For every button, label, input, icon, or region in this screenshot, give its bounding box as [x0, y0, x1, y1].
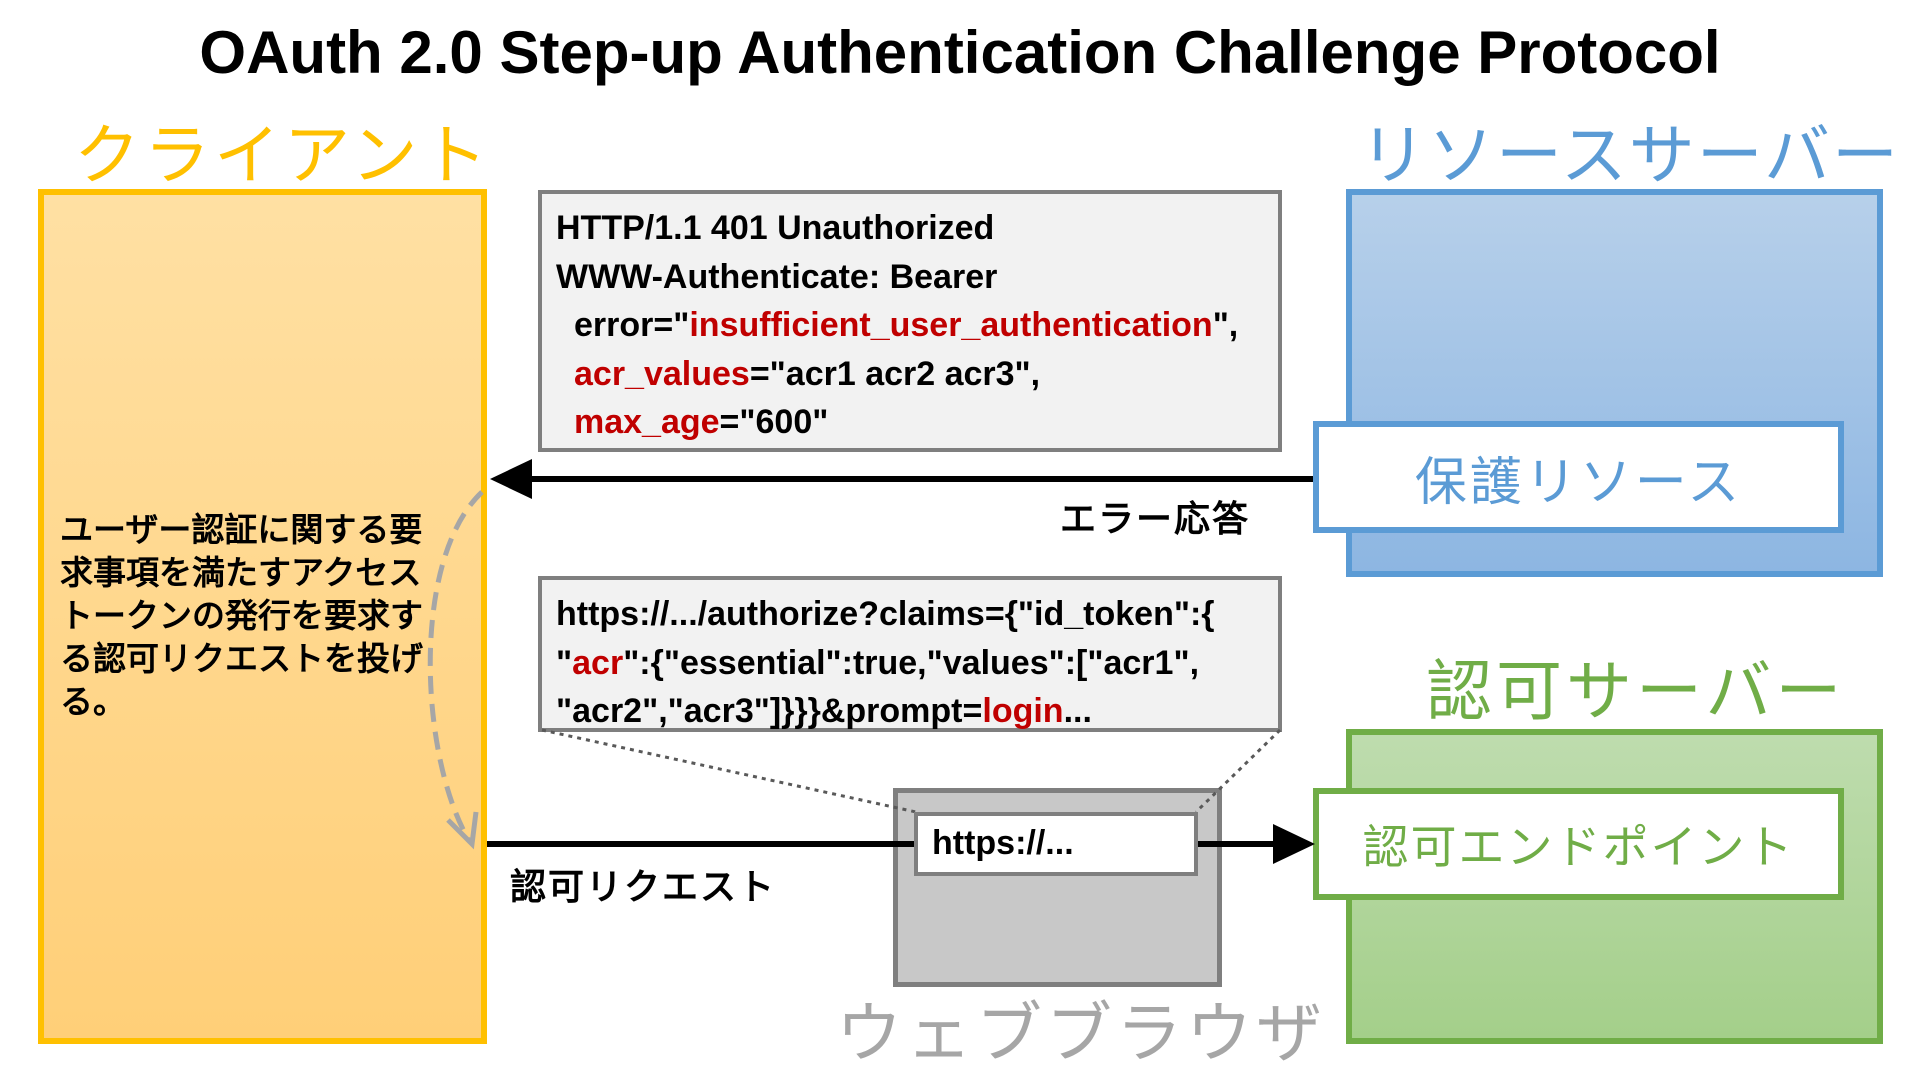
- acr-values-value: ="acr1 acr2 acr3",: [749, 354, 1041, 393]
- error-response-max-age-line: max_age="600": [556, 398, 1278, 447]
- browser-address-bar: https://...: [914, 812, 1198, 876]
- page-title: OAuth 2.0 Step-up Authentication Challen…: [199, 19, 1721, 86]
- acr-values-list: "acr2","acr3"]}}}&prompt=: [556, 692, 983, 730]
- authorization-request-line-3: "acr2","acr3"]}}}&prompt=login...: [556, 687, 1278, 736]
- zoom-line-left: [541, 728, 917, 814]
- dashed-transition-curve: [427, 490, 484, 844]
- error-response-status-line: HTTP/1.1 401 Unauthorized: [556, 209, 995, 247]
- max-age-value: ="600": [719, 403, 829, 441]
- authorization-request-line-1: https://.../authorize?claims={"id_token"…: [556, 595, 1215, 633]
- authorization-request-arrowhead: [1273, 824, 1315, 864]
- acr-claim: acr: [572, 643, 624, 682]
- error-response-code-box: HTTP/1.1 401 Unauthorized WWW-Authentica…: [538, 190, 1282, 452]
- error-response-error-line: error="insufficient_user_authentication"…: [556, 301, 1278, 350]
- authorization-request-code-box: https://.../authorize?claims={"id_token"…: [538, 576, 1282, 732]
- error-response-header-line: WWW-Authenticate: Bearer: [556, 257, 998, 296]
- authorization-request-line-2: "acr":{"essential":true,"values":["acr1"…: [556, 639, 1278, 688]
- quote: ": [556, 643, 573, 682]
- resource-server-label: リソースサーバー: [1360, 117, 1901, 194]
- authorization-endpoint-box: 認可エンドポイント: [1313, 788, 1844, 900]
- prompt-login: login: [982, 692, 1064, 730]
- error-end: ",: [1212, 306, 1239, 344]
- error-response-acr-line: acr_values="acr1 acr2 acr3",: [556, 350, 1278, 399]
- client-label: クライアント: [74, 117, 492, 194]
- ellipsis: ...: [1063, 692, 1092, 730]
- error-response-arrowhead: [490, 459, 532, 499]
- protected-resource-box: 保護リソース: [1313, 421, 1844, 533]
- client-box: [38, 189, 487, 1044]
- authorization-request-label: 認可リクエスト: [510, 867, 777, 908]
- error-key: error=": [574, 306, 690, 344]
- authorization-server-label: 認可サーバー: [1426, 653, 1846, 730]
- client-description: ユーザー認証に関する要求事項を満たすアクセストークンの発行を要求する認可リクエス…: [60, 510, 423, 721]
- error-value: insufficient_user_authentication: [689, 306, 1213, 344]
- acr-values-key: acr_values: [574, 354, 750, 393]
- web-browser-label: ウェブブラウザ: [836, 995, 1326, 1072]
- acr-claim-rest: ":{"essential":true,"values":["acr1",: [623, 643, 1200, 682]
- max-age-key: max_age: [574, 403, 720, 441]
- error-response-label: エラー応答: [1060, 499, 1251, 540]
- dashed-transition-arrowhead: [446, 811, 479, 850]
- zoom-line-right: [1194, 728, 1282, 814]
